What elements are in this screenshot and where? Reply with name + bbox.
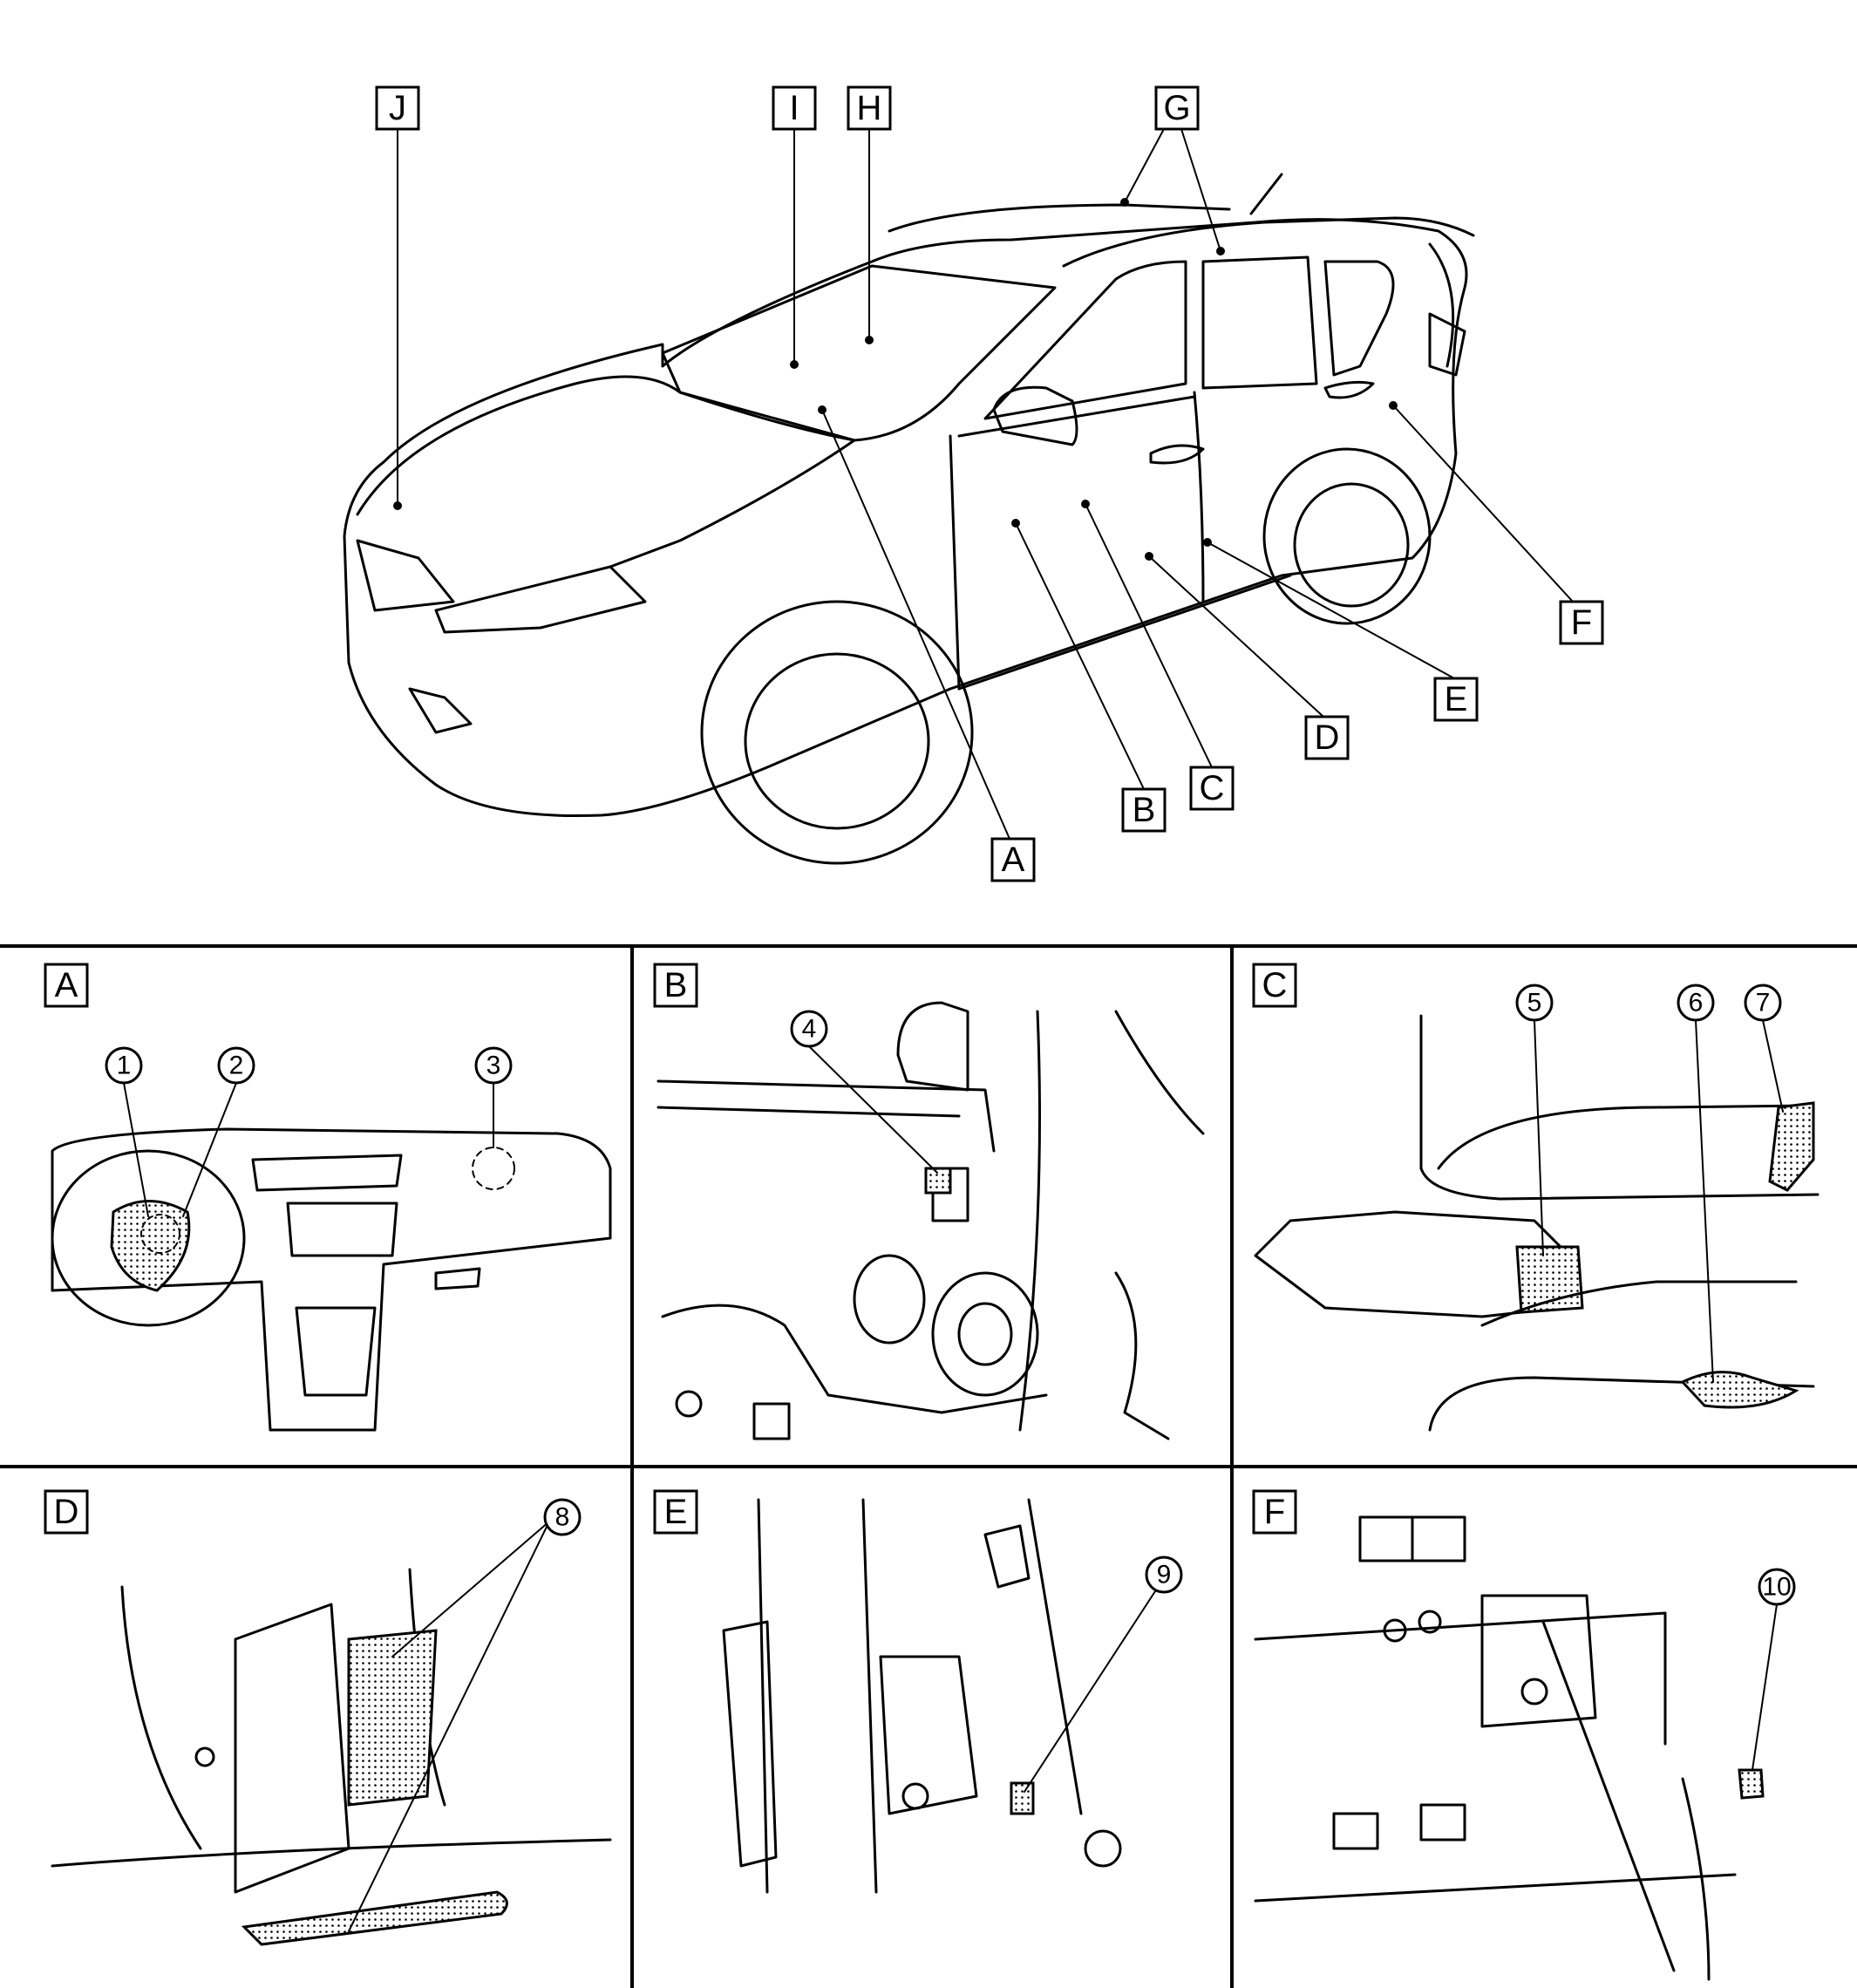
overview-label-a: A	[990, 837, 1036, 882]
svg-text:H: H	[857, 89, 882, 127]
overview-label-j: J	[375, 85, 420, 131]
svg-text:6: 6	[1689, 989, 1704, 1018]
callout-5: 5	[1515, 984, 1554, 1022]
svg-text:1: 1	[117, 1052, 132, 1080]
svg-text:F: F	[1264, 1493, 1285, 1531]
svg-text:E: E	[1445, 680, 1468, 718]
callout-9: 9	[1145, 1556, 1183, 1594]
svg-text:A: A	[55, 966, 78, 1004]
panel-d: D 8	[44, 1489, 612, 1946]
overview-label-i: I	[772, 85, 817, 131]
panel-f: F 10	[1252, 1489, 1796, 1981]
svg-text:B: B	[1133, 791, 1156, 829]
overview-label-h: H	[847, 85, 892, 131]
svg-text:9: 9	[1157, 1561, 1172, 1590]
vehicle-overview	[343, 173, 1475, 865]
callout-4: 4	[790, 1010, 828, 1048]
detail-grid	[0, 944, 1857, 1988]
svg-text:7: 7	[1756, 989, 1771, 1018]
callout-7: 7	[1744, 984, 1782, 1022]
svg-text:B: B	[664, 966, 688, 1004]
svg-text:J: J	[389, 89, 406, 127]
svg-text:F: F	[1571, 603, 1592, 642]
callout-8: 8	[543, 1498, 582, 1536]
callout-6: 6	[1677, 984, 1715, 1022]
overview-label-e: E	[1433, 677, 1479, 722]
svg-text:D: D	[1315, 718, 1340, 757]
overview-label-b: B	[1121, 787, 1167, 833]
svg-text:5: 5	[1527, 989, 1542, 1018]
svg-text:G: G	[1163, 89, 1190, 127]
overview-label-d: D	[1304, 715, 1350, 760]
overview-label-g: G	[1154, 85, 1200, 131]
svg-text:3: 3	[486, 1052, 501, 1080]
svg-text:4: 4	[802, 1015, 817, 1044]
svg-text:10: 10	[1762, 1573, 1791, 1602]
overview-label-c: C	[1189, 766, 1235, 811]
panel-a: A 1 2 3	[44, 963, 612, 1432]
callout-1: 1	[105, 1046, 143, 1085]
callout-2: 2	[217, 1046, 255, 1085]
svg-text:C: C	[1262, 966, 1288, 1004]
svg-text:8: 8	[555, 1503, 570, 1532]
svg-text:C: C	[1200, 769, 1225, 807]
callout-10: 10	[1758, 1568, 1796, 1606]
overview-label-f: F	[1559, 600, 1604, 645]
panel-b: B 4	[653, 963, 1205, 1440]
callout-3: 3	[474, 1046, 513, 1085]
overview-leaders	[393, 128, 1574, 840]
svg-text:E: E	[664, 1493, 688, 1531]
panel-e: E 9	[653, 1489, 1183, 1894]
svg-text:I: I	[789, 89, 799, 127]
svg-text:A: A	[1002, 841, 1025, 879]
svg-text:2: 2	[229, 1052, 244, 1080]
svg-text:D: D	[54, 1493, 79, 1531]
panel-c: C 5 6 7	[1252, 963, 1820, 1432]
